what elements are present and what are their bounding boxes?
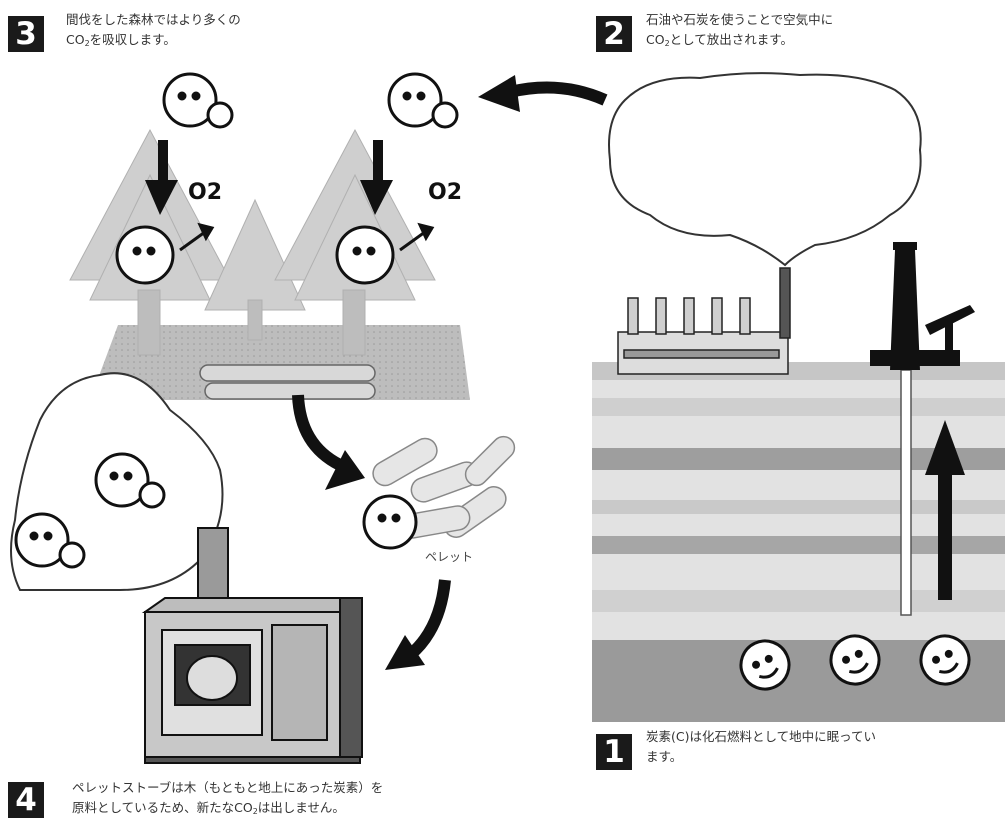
ground-strata: [592, 362, 1005, 722]
step-2-caption: 石油や石炭を使うことで空気中に CO2として放出されます。: [646, 12, 834, 48]
carbon-character-pellet: [362, 494, 418, 550]
pellets-icon: [372, 435, 516, 539]
pellet-label: ペレット: [425, 550, 474, 564]
forest-ground: [90, 325, 470, 400]
buried-carbon-characters: [739, 634, 971, 691]
o2-label: O2: [188, 180, 223, 205]
o2-label: O2: [428, 180, 463, 205]
step-3-caption: 間伐をした森林ではより多くの CO2を吸収します。: [66, 12, 241, 48]
arrow-down-icon: [145, 140, 393, 215]
arrow-small-icon: [179, 222, 435, 252]
up-arrow-icon: [925, 420, 965, 600]
logs-icon: [199, 364, 376, 400]
step-3-badge: 3: [8, 16, 44, 52]
co2-characters-forest: [162, 72, 459, 129]
carbon-characters-trees: [115, 225, 395, 285]
step-4-caption: ペレットストーブは木（もともと地上にあった炭素）を 原料としているため、新たなC…: [72, 780, 384, 816]
step-2-badge: 2: [596, 16, 632, 52]
pellet-stove-icon: [141, 527, 364, 764]
step-4-badge: 4: [8, 782, 44, 818]
step-1-badge: 1: [596, 734, 632, 770]
arrow-left-icon: [478, 75, 608, 112]
smoke-cloud: [608, 72, 922, 267]
co2-characters-cloud: [14, 452, 166, 569]
arrow-curved-down-icon: [292, 394, 365, 490]
arrow-curved-down-icon: [385, 579, 451, 670]
step-1-caption: 炭素(C)は化石燃料として地中に眠ってい ます。: [646, 729, 876, 764]
oil-rig-icon: [870, 242, 975, 370]
factory-icon: [617, 267, 791, 375]
